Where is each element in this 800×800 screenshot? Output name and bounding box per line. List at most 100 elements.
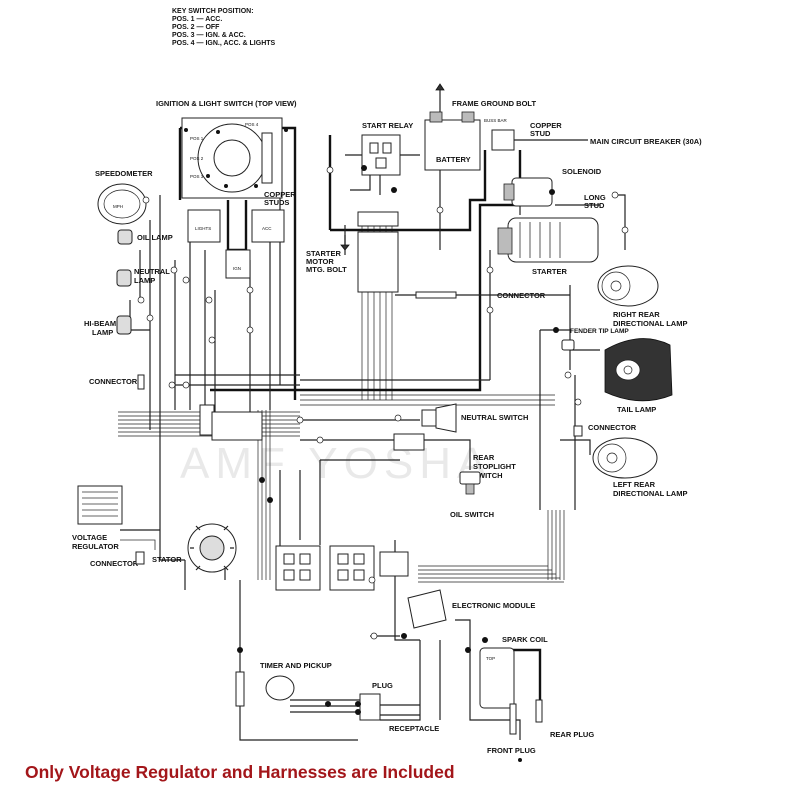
connector-left-label: CONNECTOR xyxy=(89,377,138,386)
neutral-lamp-label-1: NEUTRAL xyxy=(134,267,170,276)
timer-pickup-label: TIMER AND PICKUP xyxy=(260,661,332,670)
main-breaker-label: MAIN CIRCUIT BREAKER (30A) xyxy=(590,137,702,146)
ign-relay-label: IGN xyxy=(233,266,241,271)
frame-ground: FRAME GROUND BOLT xyxy=(435,83,536,120)
connector-block-3 xyxy=(379,551,409,577)
pos1-label: POS 1 xyxy=(190,136,204,141)
starter-label: STARTER xyxy=(532,267,567,276)
connector-tail: CONNECTOR xyxy=(573,423,637,437)
fender-tip-label: FENDER TIP LAMP xyxy=(570,328,629,335)
pos2-label: POS 2 xyxy=(190,156,204,161)
timer-and-pickup: TIMER AND PICKUP PLUG RECEPTACLE xyxy=(235,661,439,733)
battery: BATTERY BUSS BAR COPPER STUD MAIN CIRCUI… xyxy=(424,111,702,171)
long-stud-label-2: STUD xyxy=(584,201,605,210)
electronic-module: ELECTRONIC MODULE xyxy=(407,589,535,629)
watermark-text: AMF YOSHA xyxy=(180,439,492,488)
speedometer: SPEEDOMETER MPH xyxy=(95,169,153,225)
junction-dots xyxy=(137,165,629,762)
key-switch-pos-4: POS. 4 — IGN., ACC. & LIGHTS xyxy=(172,40,276,47)
neutral-lamp-label-2: LAMP xyxy=(134,276,155,285)
lights-relay-label: LIGHTS xyxy=(195,226,211,231)
hibeam-lamp-bulb xyxy=(116,315,132,335)
ignition-switch-label: IGNITION & LIGHT SWITCH (TOP VIEW) xyxy=(156,99,297,108)
oil-switch-body xyxy=(459,471,481,485)
copper-studs-label-1: COPPER xyxy=(264,190,296,199)
connector-block-2 xyxy=(329,545,375,591)
copper-stud-label-2: STUD xyxy=(530,129,551,138)
key-switch-pos-1: POS. 1 — ACC. xyxy=(172,16,223,23)
voltage-regulator-label-2: REGULATOR xyxy=(72,542,119,551)
pos3-label: POS 3 xyxy=(190,174,204,179)
solenoid: SOLENOID LONG STUD xyxy=(503,167,606,210)
rear-stop-label-3: SWITCH xyxy=(473,471,503,480)
plug-receptacle xyxy=(359,693,381,721)
ignition-switch: IGNITION & LIGHT SWITCH (TOP VIEW) POS 1… xyxy=(156,99,297,279)
connector-left: CONNECTOR xyxy=(89,374,263,441)
buss-bar-label: BUSS BAR xyxy=(484,118,508,123)
starter-motor-label-1: STARTER xyxy=(306,249,341,258)
hibeam-lamp-label-2: LAMP xyxy=(92,328,113,337)
left-harness-connector xyxy=(211,411,263,441)
frame-ground-label: FRAME GROUND BOLT xyxy=(452,99,536,108)
left-rear-directional-lamp: LEFT REAR DIRECTIONAL LAMP xyxy=(592,437,687,498)
ignition-switch-center xyxy=(213,139,251,177)
stator xyxy=(187,523,237,573)
rear-stoplight-switch: REAR STOPLIGHT SWITCH xyxy=(393,433,516,480)
speedometer-label: SPEEDOMETER xyxy=(95,169,153,178)
connector-right-label: CONNECTOR xyxy=(497,291,546,300)
spark-coil-body xyxy=(479,647,515,709)
starter: STARTER xyxy=(497,217,599,276)
neutral-switch-label: NEUTRAL SWITCH xyxy=(461,413,528,422)
rear-stop-label-1: REAR xyxy=(473,453,495,462)
battery-body xyxy=(424,119,481,171)
copper-stud-label-1: COPPER xyxy=(530,121,562,130)
module-connectors xyxy=(275,545,409,591)
solenoid-body xyxy=(511,177,553,207)
solenoid-label: SOLENOID xyxy=(562,167,602,176)
oil-lamp-label: OIL LAMP xyxy=(137,233,173,242)
connector-block-1 xyxy=(275,545,321,591)
oil-lamp: OIL LAMP xyxy=(117,229,173,245)
ign-relay-box xyxy=(225,249,251,279)
key-switch-pos-3: POS. 3 — IGN. & ACC. xyxy=(172,32,246,39)
left-rear-label-1: LEFT REAR xyxy=(613,480,656,489)
key-switch-pos-2: POS. 2 — OFF xyxy=(172,24,220,31)
caption-text: Only Voltage Regulator and Harnesses are… xyxy=(25,762,455,782)
neutral-switch: NEUTRAL SWITCH xyxy=(421,403,528,433)
tail-lamp-label: TAIL LAMP xyxy=(617,405,656,414)
oil-switch-label: OIL SWITCH xyxy=(450,510,494,519)
connector-reg-label: CONNECTOR xyxy=(90,559,139,568)
starter-body xyxy=(507,217,599,263)
voltage-regulator: VOLTAGE REGULATOR CONNECTOR STATOR xyxy=(72,485,182,568)
starter-motor-label-3: MTG. BOLT xyxy=(306,265,347,274)
rear-stoplight-connector xyxy=(393,433,425,451)
pos4-label: POS 4 xyxy=(245,122,259,127)
acc-relay-box xyxy=(251,209,285,243)
key-switch-legend: KEY SWITCH POSITION: POS. 1 — ACC. POS. … xyxy=(172,8,275,48)
start-relay-label: START RELAY xyxy=(362,121,413,130)
connector-right: CONNECTOR xyxy=(415,291,546,300)
tail-lamp: TAIL LAMP xyxy=(604,338,673,414)
plug-label: PLUG xyxy=(372,681,393,690)
right-rear-label-2: DIRECTIONAL LAMP xyxy=(613,319,687,328)
ignition-switch-terminal-block xyxy=(261,132,273,184)
timer-pickup-body xyxy=(265,675,295,701)
stator-label: STATOR xyxy=(152,555,182,564)
spark-coil-top-label: TOP xyxy=(486,656,495,661)
key-switch-title: KEY SWITCH POSITION: xyxy=(172,8,254,15)
lights-relay-box xyxy=(187,209,221,243)
start-relay: START RELAY xyxy=(345,121,420,195)
connector-tail-label: CONNECTOR xyxy=(588,423,637,432)
starter-motor-bolt: STARTER MOTOR MTG. BOLT xyxy=(306,211,399,293)
long-stud-label-1: LONG xyxy=(584,193,606,202)
spark-coil: SPARK COIL TOP REAR PLUG FRONT PLUG xyxy=(479,635,594,755)
left-rear-label-2: DIRECTIONAL LAMP xyxy=(613,489,687,498)
neutral-lamp-bulb xyxy=(116,269,132,287)
right-rear-label-1: RIGHT REAR xyxy=(613,310,660,319)
fender-tip-lamp: FENDER TIP LAMP xyxy=(561,328,629,351)
oil-switch: OIL SWITCH xyxy=(450,471,494,519)
receptacle-label: RECEPTACLE xyxy=(389,724,439,733)
spark-coil-label: SPARK COIL xyxy=(502,635,548,644)
rear-stop-label-2: STOPLIGHT xyxy=(473,462,516,471)
